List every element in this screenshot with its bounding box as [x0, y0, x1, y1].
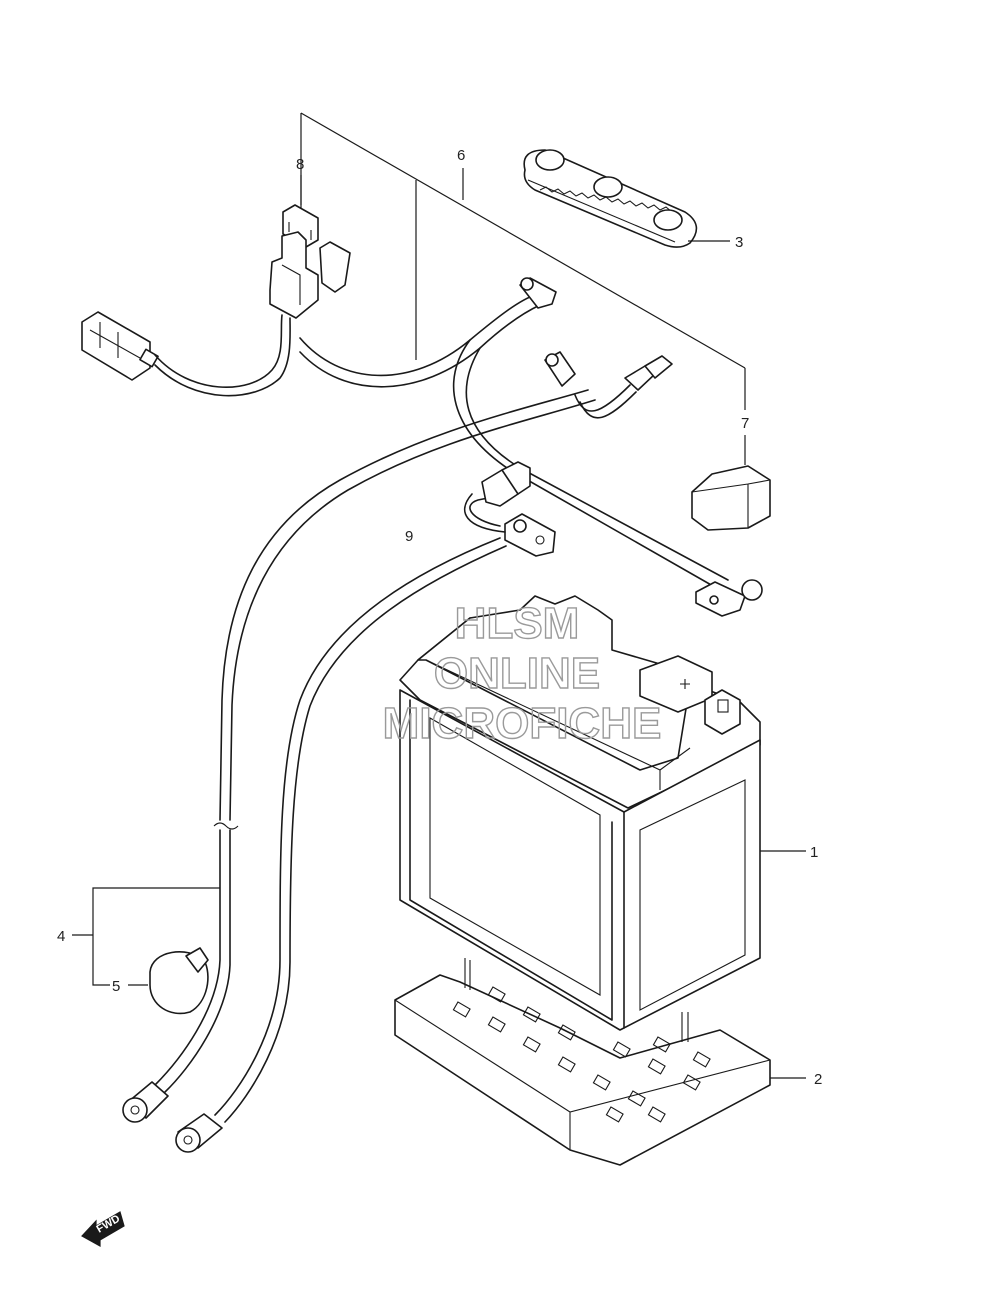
negative-cable-part: [175, 461, 556, 1153]
callout-9: 9: [405, 528, 413, 545]
callout-bracket-4-5: [72, 887, 220, 986]
fuse-holder-part: [269, 231, 351, 319]
terminal-cover-part: [691, 465, 771, 531]
harness-cables: [154, 277, 763, 617]
callout-2: 2: [814, 1071, 822, 1088]
terminal-boot-part: [149, 947, 209, 1015]
callout-labels: 1 2 3 4 5 6 7 8 9: [57, 147, 822, 1088]
battery-tray-part: [394, 958, 806, 1166]
battery-part: [399, 595, 806, 1031]
callout-3: 3: [735, 234, 743, 251]
rubber-strap-part: [523, 149, 730, 248]
callout-5: 5: [112, 978, 120, 995]
tray-slots: [452, 986, 711, 1123]
callout-1: 1: [810, 844, 818, 861]
watermark-line-1: HLSM: [455, 599, 580, 648]
watermark-line-3: MICROFICHE: [383, 699, 662, 748]
callout-8: 8: [296, 156, 304, 173]
battery-cable-part: [122, 351, 673, 1123]
coupler-part: [81, 311, 159, 381]
watermark: HLSM ONLINE MICROFICHE: [382, 598, 662, 748]
callout-4: 4: [57, 928, 65, 945]
watermark-line-2: ONLINE: [434, 649, 600, 698]
forward-arrow-icon: FWD: [81, 1211, 125, 1248]
callout-6: 6: [457, 147, 465, 164]
callout-7: 7: [741, 415, 749, 432]
